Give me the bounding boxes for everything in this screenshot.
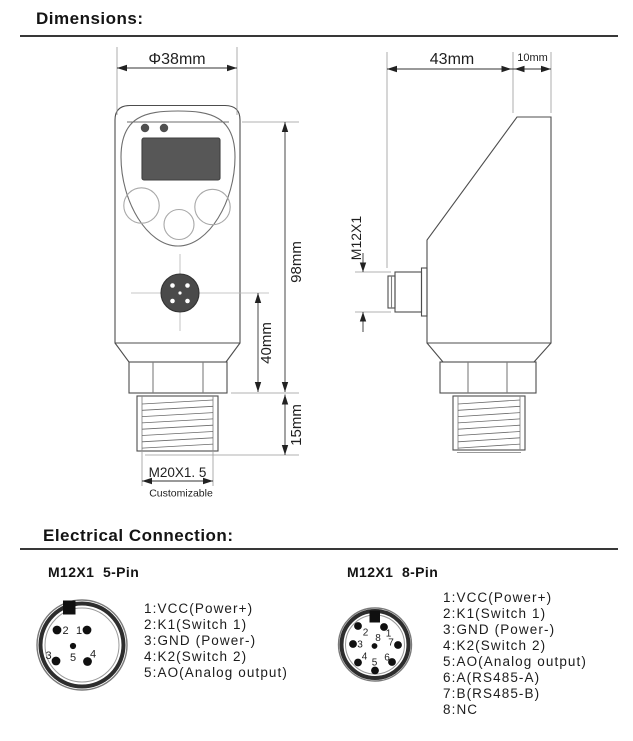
body-taper: [114, 342, 241, 363]
pin-number: 1: [76, 625, 82, 637]
dim-label-top-flat: 10mm: [517, 52, 548, 64]
thread-outline: [136, 395, 219, 452]
pin-number: 4: [362, 652, 368, 663]
pin-number: 4: [90, 649, 96, 661]
front-view-drawing: [114, 104, 269, 452]
connector-8pin-diagram: 2 1 3 8 7 4 6 5: [337, 607, 413, 682]
dim-label-diameter: Φ38mm: [148, 51, 205, 68]
pin-description: 4:K2(Switch 2): [443, 638, 547, 653]
pin-number: 6: [384, 653, 390, 664]
dim-label-total-height: 98mm: [288, 241, 305, 283]
pin-number: 7: [388, 638, 394, 649]
dimensions-heading-rule: [20, 35, 618, 37]
thread-hatching: [141, 399, 214, 449]
pin-description: 2:K1(Switch 1): [443, 606, 547, 621]
side-thread-crest-lines: [457, 396, 521, 450]
front-view-dimension-lines: [117, 64, 289, 485]
electrical-heading: Electrical Connection:: [43, 526, 234, 545]
hex-nut-facets: [152, 362, 204, 393]
side-thread-hatching: [457, 399, 521, 449]
pin-list-5pin: 1:VCC(Power+) 2:K1(Switch 1) 3:GND (Powe…: [144, 601, 288, 681]
button-right: [194, 188, 231, 226]
pin-list-8pin: 1:VCC(Power+) 2:K1(Switch 1) 3:GND (Powe…: [443, 590, 587, 718]
side-body-outline: [426, 116, 552, 344]
thread-crest-lines: [141, 396, 214, 451]
side-view-dimension-lines: [359, 65, 551, 332]
side-hex-facets: [467, 362, 508, 393]
side-thread-outline: [452, 395, 526, 451]
connector-8pin-title: M12X1 8-Pin: [347, 564, 439, 580]
dim-label-thread-height: 15mm: [288, 404, 305, 446]
face-plate-outline: [120, 110, 236, 247]
pin-number: 2: [62, 625, 68, 637]
button-left: [123, 187, 160, 224]
hex-nut: [128, 361, 228, 394]
side-hex-nut: [439, 361, 537, 394]
pin-description: 3:GND (Power-): [144, 633, 257, 648]
side-body-taper: [426, 342, 552, 363]
side-view-drawing: [387, 116, 552, 454]
crosshair-lines: [131, 254, 269, 331]
dim-label-depth: 43mm: [430, 51, 474, 68]
pin-number: 5: [372, 658, 378, 669]
button-bottom: [163, 208, 195, 241]
pin-description: 7:B(RS485-B): [443, 686, 541, 701]
pin-description: 5:AO(Analog output): [443, 654, 587, 669]
pin-number: 8: [375, 633, 381, 644]
led-indicator: [159, 123, 169, 133]
front-view-dimensions: [116, 47, 299, 486]
electrical-heading-rule: [20, 548, 618, 550]
pin-description: 3:GND (Power-): [443, 622, 556, 637]
pin-description: 5:AO(Analog output): [144, 665, 288, 680]
pin-description: 8:NC: [443, 702, 479, 717]
side-view-dimensions: [355, 52, 552, 313]
led-indicator: [140, 123, 150, 133]
pin-description: 2:K1(Switch 1): [144, 617, 248, 632]
keyway-notch: [63, 600, 76, 615]
pin-number: 3: [357, 640, 363, 651]
pin-description: 1:VCC(Power+): [443, 590, 553, 605]
dim-label-thread-spec: M20X1. 5: [149, 465, 207, 480]
dim-label-connector-spec: M12X1: [348, 216, 364, 261]
display-screen: [141, 137, 221, 181]
pin-number: 1: [386, 629, 392, 640]
thread-note-label: Customizable: [149, 488, 213, 500]
pin-number: 3: [45, 650, 51, 662]
pin-number: 2: [363, 628, 369, 639]
keyway-notch: [369, 610, 380, 623]
pin-description: 1:VCC(Power+): [144, 601, 254, 616]
pin-description: 4:K2(Switch 2): [144, 649, 248, 664]
pin-description: 6:A(RS485-A): [443, 670, 541, 685]
front-connector-pins: [170, 283, 190, 304]
connector-5pin-diagram: 2 1 3 5 4: [36, 599, 128, 691]
connector-5pin-title: M12X1 5-Pin: [48, 564, 140, 580]
pin-number: 5: [70, 652, 76, 664]
connector-5pin-pins: [51, 625, 92, 666]
dimensions-heading: Dimensions:: [36, 9, 144, 28]
m12-connector-body: [394, 271, 423, 313]
device-body-outline: [114, 104, 241, 344]
dim-label-mid-height: 40mm: [258, 322, 275, 364]
m12-connector-base: [420, 267, 428, 317]
connector-8pin-pins: [349, 622, 402, 675]
